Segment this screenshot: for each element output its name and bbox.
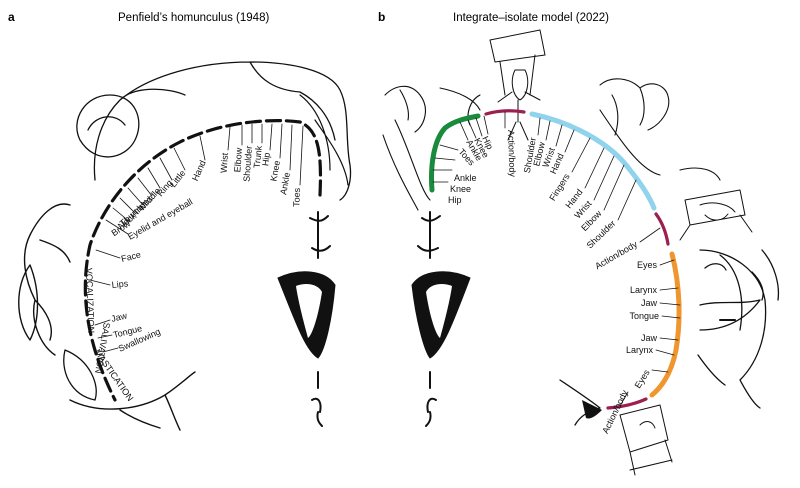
action-arc-bottom bbox=[606, 397, 648, 410]
hand-arc-blue bbox=[529, 111, 657, 211]
brain-lower-outline bbox=[69, 371, 196, 431]
homunculus-leg-outline bbox=[299, 94, 349, 186]
homunculus-lips-outline bbox=[18, 264, 39, 341]
label-b-larynx: Larynx bbox=[630, 285, 658, 295]
panel-b-leader-lines bbox=[432, 111, 681, 407]
label-b-action-bottom: Action/body bbox=[600, 388, 630, 435]
panel-a-letter: a bbox=[8, 10, 15, 24]
label-b-knee: Knee bbox=[450, 184, 471, 194]
panel-b: b Integrate–isolate model (2022) bbox=[378, 10, 780, 476]
homunculus-hand-outline bbox=[76, 94, 140, 158]
action-arc-top bbox=[484, 109, 526, 116]
panel-b-brain-section bbox=[411, 211, 471, 427]
panel-b-puppet-top bbox=[489, 29, 546, 141]
label-b-tongue: Tongue bbox=[629, 311, 659, 321]
label-b-ankle: Ankle bbox=[454, 173, 477, 183]
label-a-knee: Knee bbox=[268, 160, 282, 182]
label-a-hip: Hip bbox=[260, 152, 272, 167]
panel-b-letter: b bbox=[378, 10, 385, 24]
panel-b-puppet-bottom bbox=[619, 404, 673, 476]
label-b-jaw: Jaw bbox=[641, 298, 658, 308]
label-a-hand: Hand bbox=[190, 159, 208, 183]
panel-a-brain-section bbox=[277, 211, 336, 427]
label-b-larynx2: Larynx bbox=[626, 345, 654, 355]
panel-b-brainstem-lower bbox=[559, 379, 602, 426]
homunculus-body-outline bbox=[93, 61, 352, 201]
label-a-lips: Lips bbox=[111, 278, 129, 290]
label-a-vocalization: VOCALIZATION bbox=[84, 268, 96, 334]
label-b-eyes: Eyes bbox=[637, 260, 658, 270]
label-a-elbow: Elbow bbox=[232, 147, 244, 173]
label-b-action-mid: Action/body bbox=[593, 239, 639, 271]
label-a-wrist: Wrist bbox=[219, 152, 230, 173]
panel-b-hand-sketch bbox=[599, 78, 721, 181]
panel-a: a Penfield’s homunculus (1948) bbox=[8, 10, 352, 431]
label-b-hip: Hip bbox=[448, 195, 462, 205]
homunculus-tongue-outline bbox=[63, 349, 97, 401]
label-b-jaw2: Jaw bbox=[641, 333, 658, 343]
label-a-face: Face bbox=[120, 249, 142, 264]
panel-a-leader-lines bbox=[89, 123, 304, 353]
foot-arc-green bbox=[429, 113, 481, 193]
panel-b-puppet-mid bbox=[679, 189, 753, 241]
panel-b-title: Integrate–isolate model (2022) bbox=[453, 12, 609, 24]
label-b-eyes2: Eyes bbox=[633, 367, 652, 390]
panel-a-title: Penfield’s homunculus (1948) bbox=[118, 12, 269, 24]
label-b-action-top: Action/body bbox=[506, 130, 518, 178]
label-a-toes: Toes bbox=[291, 187, 302, 207]
label-a-trunk: Trunk bbox=[252, 145, 264, 169]
panel-b-face-sketch bbox=[697, 249, 780, 409]
label-a-ankle: Ankle bbox=[278, 172, 292, 196]
label-a-mastication: MASTICATION bbox=[92, 347, 135, 403]
label-a-jaw: Jaw bbox=[110, 310, 128, 324]
homunculus-face-outline bbox=[23, 203, 71, 356]
face-arc-orange bbox=[649, 251, 682, 398]
action-arc-mid bbox=[654, 212, 670, 246]
panel-a-cortex-arc bbox=[83, 119, 323, 402]
label-a-shoulder: Shoulder bbox=[242, 145, 254, 182]
